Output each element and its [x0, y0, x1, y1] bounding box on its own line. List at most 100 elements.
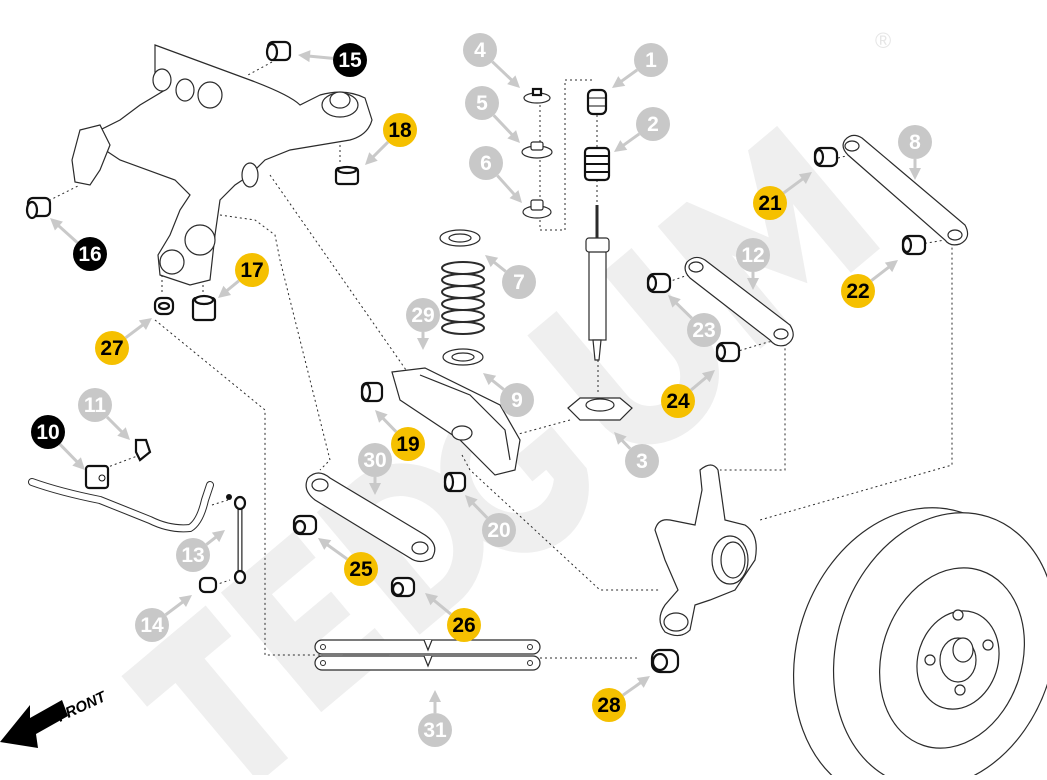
callout-arrow-line — [619, 68, 639, 84]
arrowhead-icon — [138, 318, 152, 330]
part-badge-27 — [95, 331, 129, 365]
callout-bump-stop: 1 — [612, 43, 668, 88]
front-label: FRONT — [55, 688, 111, 726]
callout-lateral-arm: 30 — [358, 443, 392, 495]
arrowhead-icon — [909, 168, 921, 180]
callout-arrow-line — [489, 378, 505, 391]
arrowhead-icon — [465, 495, 478, 508]
part-badge-15 — [333, 43, 367, 77]
arrowhead-icon — [636, 676, 650, 688]
callout-subframe-bushing-upper: 15 — [298, 43, 367, 77]
part-number-label: 5 — [476, 92, 488, 115]
callout-stabilizer-bracket: 11 — [78, 388, 130, 440]
callout-arrow-line — [870, 264, 892, 282]
front-arrow-icon — [0, 700, 68, 748]
arrowhead-icon — [485, 255, 499, 268]
part-badge-7 — [502, 265, 536, 299]
part-badge-4 — [463, 33, 497, 67]
part-badge-24 — [661, 384, 695, 418]
toe-link-arm-12 — [684, 256, 794, 347]
callout-shock-lower-mount: 3 — [614, 432, 659, 478]
part-number-label: 14 — [140, 614, 164, 637]
callout-lateral-arm-bushing-outer: 26 — [425, 593, 481, 642]
part-badge-3 — [625, 444, 659, 478]
part-number-label: 2 — [647, 113, 659, 136]
bushing-16 — [25, 196, 52, 220]
callout-arrow-line — [431, 598, 452, 616]
upper-control-arm-8 — [842, 134, 969, 246]
part-badge-31 — [418, 713, 452, 747]
part-number-label: 23 — [692, 319, 715, 342]
spring-arm — [391, 367, 521, 476]
arrowhead-icon — [417, 338, 429, 350]
part-number-label: 24 — [666, 390, 690, 413]
arrowhead-icon — [365, 152, 378, 165]
callout-stabilizer-link: 13 — [176, 530, 225, 572]
stabilizer-link-13 — [226, 494, 247, 585]
part-number-label: 12 — [741, 244, 764, 267]
part-badge-28 — [592, 688, 626, 722]
bushing-24 — [715, 341, 741, 363]
callout-differential-mount-bushing: 18 — [365, 113, 417, 165]
part-badge-22 — [841, 274, 875, 308]
callout-arrow-line — [621, 132, 641, 148]
part-badge-1 — [634, 43, 668, 77]
callout-upper-bushing: 5 — [465, 86, 520, 143]
subframe — [71, 44, 373, 286]
arrowhead-icon — [211, 530, 225, 543]
arrowhead-icon — [429, 690, 441, 702]
part-badge-5 — [465, 86, 499, 120]
part-badge-25 — [344, 552, 378, 586]
callout-arrow-line — [307, 54, 334, 60]
stabilizer-bar — [28, 478, 214, 533]
part-badge-21 — [753, 186, 787, 220]
callout-stabilizer-link-bushing: 14 — [135, 595, 192, 642]
arrowhead-icon — [369, 483, 381, 495]
bushing-17 — [191, 294, 217, 322]
shock-absorber-part — [585, 205, 610, 361]
callout-arrow-line — [470, 501, 489, 519]
part-badge-19 — [391, 427, 425, 461]
bushing-27 — [153, 296, 175, 316]
part-number-label: 8 — [909, 131, 921, 154]
callout-arrow-line — [105, 415, 124, 434]
arrowhead-icon — [298, 50, 311, 63]
part-number-label: 26 — [452, 614, 475, 637]
registered-mark: ® — [875, 28, 891, 53]
callout-arrow-line — [371, 140, 390, 159]
arrowhead-icon — [178, 595, 192, 607]
bushing-21 — [813, 146, 839, 168]
callout-arrow-line — [690, 375, 709, 392]
part-number-label: 28 — [597, 694, 621, 717]
callout-subframe-rear-bushing: 27 — [95, 318, 152, 365]
trailing-arm — [314, 639, 541, 671]
part-badge-30 — [358, 443, 392, 477]
coil-spring — [439, 229, 485, 366]
part-number-label: 20 — [487, 519, 510, 542]
part-number-label: 29 — [411, 304, 434, 327]
arrowhead-icon — [668, 295, 681, 308]
bushing-15 — [265, 40, 292, 62]
callout-upper-spring-seat: 7 — [485, 255, 536, 299]
part-number-label: 25 — [349, 558, 373, 581]
bushing-28 — [650, 648, 680, 674]
arrowhead-icon — [612, 76, 626, 88]
arrowhead-icon — [218, 285, 232, 298]
callout-lateral-arm-bushing-inner: 25 — [318, 538, 378, 586]
callout-lower-bushing: 6 — [469, 146, 522, 203]
stabilizer-link-bushing-14 — [198, 576, 218, 594]
bushing-18 — [334, 165, 360, 186]
callout-stabilizer-bushing: 10 — [31, 415, 85, 470]
part-badge-11 — [78, 388, 112, 422]
part-number-label: 18 — [388, 119, 412, 142]
wheel-tire — [792, 507, 1047, 780]
bushing-20 — [443, 471, 467, 493]
arrowhead-icon — [884, 260, 898, 273]
stabilizer-bushing-10 — [84, 464, 110, 490]
part-badge-29 — [406, 298, 440, 332]
arrowhead-icon — [509, 190, 522, 203]
part-number-label: 31 — [423, 719, 447, 742]
callout-arrow-line — [325, 542, 349, 561]
part-number-label: 19 — [396, 433, 419, 456]
callout-spring-arm-bushing-outer: 20 — [465, 495, 516, 547]
